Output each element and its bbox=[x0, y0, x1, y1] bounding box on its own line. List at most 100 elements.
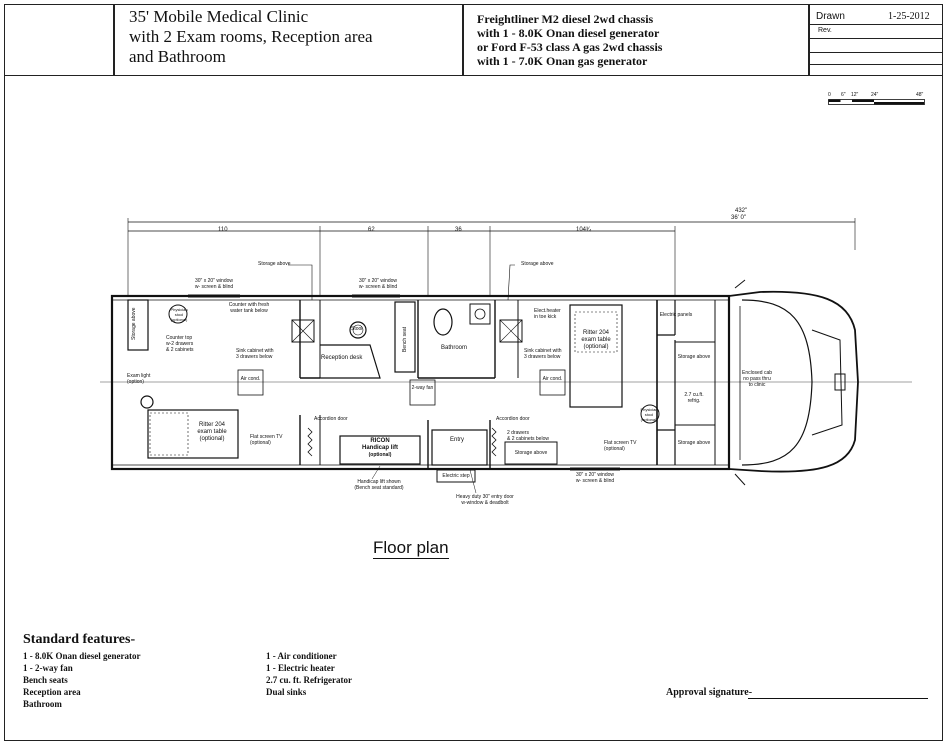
feature-item: Dual sinks bbox=[266, 687, 307, 697]
dimension-label: 110 bbox=[218, 227, 228, 233]
label-line: (option) bbox=[127, 379, 144, 385]
label-line: 3 drawers below bbox=[236, 354, 273, 360]
feature-item: 1 - Electric heater bbox=[266, 663, 335, 673]
chassis-line: with 1 - 7.0K Onan gas generator bbox=[477, 54, 648, 68]
feature-item: 2.7 cu. ft. Refrigerator bbox=[266, 675, 352, 685]
refrigerator-label: 2.7 cu.ft. refrig. bbox=[676, 392, 712, 404]
exam-light-label: Exam light (option) bbox=[127, 373, 150, 385]
label-line: Sink cabinet with bbox=[524, 348, 562, 354]
label-line: in toe kick bbox=[534, 314, 557, 320]
window-label: 30" x 20" window w- screen & blind bbox=[566, 472, 624, 484]
feature-item: Bench seats bbox=[23, 675, 68, 685]
electric-step-label: Electric step bbox=[442, 473, 470, 479]
chassis-line: or Ford F-53 class A gas 2wd chassis bbox=[477, 40, 663, 54]
revision-line bbox=[808, 24, 943, 25]
label-line: Flat screen TV bbox=[604, 440, 637, 446]
label-line: Sink cabinet with bbox=[236, 348, 274, 354]
floor-plan-title: Floor plan bbox=[373, 538, 449, 559]
physician-stool-label: Physician stool (optional) bbox=[170, 307, 188, 322]
label-line: Ritter 204 bbox=[582, 330, 609, 336]
label-line: 30" x 20" window bbox=[358, 278, 397, 284]
approval-signature-label: Approval signature- bbox=[666, 687, 753, 698]
label-line: 3 drawers below bbox=[524, 354, 561, 360]
scale-tick: 6" bbox=[841, 92, 846, 98]
label-line: & 2 cabinets bbox=[166, 347, 194, 353]
entry-label: Entry bbox=[450, 437, 465, 443]
title-divider bbox=[808, 4, 810, 76]
reception-desk-label: Reception desk bbox=[321, 355, 363, 361]
chassis-spec: Freightliner M2 diesel 2wd chassis with … bbox=[477, 12, 662, 68]
elect-heater-label: Elect.heater in toe kick bbox=[534, 308, 561, 320]
electric-panels-label: Electric panels bbox=[659, 312, 693, 318]
label-line: (optional) bbox=[604, 446, 625, 452]
air-cond-label: Air cond. bbox=[542, 376, 563, 382]
label-line: w- screen & blind bbox=[575, 478, 615, 484]
sink-cabinet-label: Sink cabinet with 3 drawers below bbox=[524, 348, 562, 360]
ritter-right-label: Ritter 204 exam table (optional) bbox=[572, 330, 620, 351]
label-line: no pass thru bbox=[743, 376, 771, 382]
dimension-label: 36 bbox=[455, 227, 462, 233]
chassis-line: with 1 - 8.0K Onan diesel generator bbox=[477, 26, 660, 40]
label-line: w-2 drawers bbox=[166, 341, 194, 347]
scale-tick: 0 bbox=[828, 92, 831, 98]
label-line: (optional) bbox=[250, 440, 271, 446]
label-line: water tank below bbox=[230, 308, 268, 314]
drawn-label: Drawn bbox=[816, 11, 845, 22]
dimension-overall: 36' 0" bbox=[731, 215, 746, 221]
label-line: (optional) bbox=[583, 344, 609, 350]
flat-tv-label: Flat screen TV (optional) bbox=[604, 440, 636, 452]
handicap-lift-label: Handicap lift shown (Bench seat standard… bbox=[338, 479, 420, 491]
label-line: w- screen & blind bbox=[358, 284, 398, 290]
chassis-line: Freightliner M2 diesel 2wd chassis bbox=[477, 12, 654, 26]
dimension-label: 104³⁄₄ bbox=[576, 227, 592, 233]
accordion-door-label: Accordion door bbox=[496, 416, 530, 422]
label-line: & 2 cabinets below bbox=[507, 436, 549, 442]
label-line: RICON bbox=[370, 438, 390, 444]
label-line: 30" x 20" window bbox=[575, 472, 614, 478]
bathroom-label: Bathroom bbox=[441, 345, 468, 351]
sink-cabinet-label: Sink cabinet with 3 drawers below bbox=[236, 348, 274, 360]
window-label: 30" x 20" window w- screen & blind bbox=[348, 278, 408, 290]
scale-bar bbox=[828, 99, 925, 105]
label-line: 2.7 cu.ft. bbox=[684, 392, 704, 398]
revision-line bbox=[808, 52, 943, 53]
features-col1: 1 - 8.0K Onan diesel generator 1 - 2-way… bbox=[23, 650, 141, 710]
feature-item: 1 - 8.0K Onan diesel generator bbox=[23, 651, 141, 661]
label-line: (Bench seat standard) bbox=[354, 485, 404, 491]
features-col2: 1 - Air conditioner 1 - Electric heater … bbox=[266, 650, 352, 698]
label-line: Ritter 204 bbox=[198, 422, 225, 428]
flat-tv-label: Flat screen TV (optional) bbox=[250, 434, 282, 446]
dimension-overall: 432" bbox=[735, 208, 748, 214]
title-divider bbox=[462, 4, 464, 76]
label-line: Exam light bbox=[127, 373, 151, 379]
label-line: refrig. bbox=[687, 398, 701, 404]
entry-door-label: Heavy duty 30" entry door w-window & dea… bbox=[440, 494, 530, 506]
feature-item: 1 - Air conditioner bbox=[266, 651, 337, 661]
label-line: Handicap lift bbox=[361, 445, 398, 451]
revision-line bbox=[808, 38, 943, 39]
revision-line bbox=[808, 64, 943, 65]
storage-label: Storage above bbox=[514, 450, 548, 456]
label-line: 30" x 20" window bbox=[194, 278, 233, 284]
storage-label: Storage above bbox=[677, 440, 711, 446]
title-line: 35' Mobile Medical Clinic bbox=[129, 7, 309, 26]
ritter-left-label: Ritter 204 exam table (optional) bbox=[188, 422, 236, 443]
physician-stool-label: Physician stool (optional) bbox=[640, 407, 658, 422]
drawers-label: 2 drawers & 2 cabinets below bbox=[507, 430, 549, 442]
label-line: (optional) bbox=[368, 452, 392, 458]
signature-line[interactable] bbox=[748, 698, 928, 699]
scale-tick: 12" bbox=[851, 92, 859, 98]
feature-item: 1 - 2-way fan bbox=[23, 663, 73, 673]
label-line: exam table bbox=[581, 337, 611, 343]
drawing-title: 35' Mobile Medical Clinic with 2 Exam ro… bbox=[129, 7, 373, 67]
features-title: Standard features- bbox=[23, 632, 136, 647]
stool-label: Stool bbox=[351, 326, 363, 332]
label-line: Elect.heater bbox=[534, 308, 561, 314]
accordion-door-label: Accordion door bbox=[314, 416, 348, 422]
label-line: Heavy duty 30" entry door bbox=[456, 494, 514, 500]
storage-label: Storage above bbox=[131, 307, 137, 340]
label-line: Counter top bbox=[166, 335, 193, 341]
label-line: exam table bbox=[197, 429, 227, 435]
enclosed-cab-label: Enclosed cab no pass thru to clinic bbox=[733, 370, 781, 388]
